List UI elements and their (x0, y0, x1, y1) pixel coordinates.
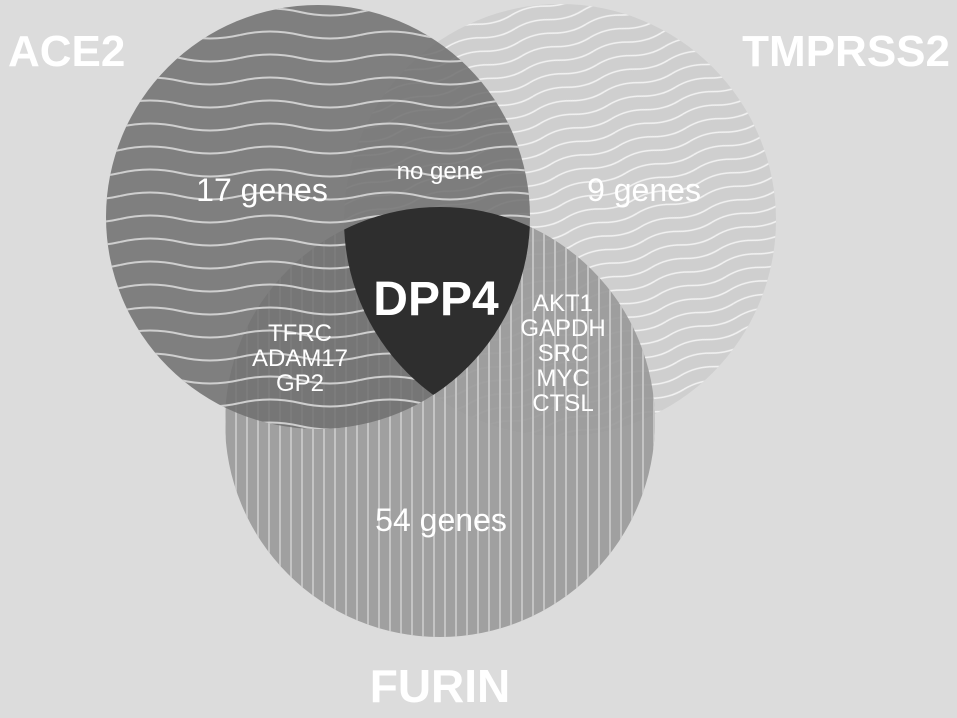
set-label-tmprss2: TMPRSS2 (742, 27, 950, 76)
region-ace2-furin: TFRC ADAM17 GP2 (252, 320, 348, 397)
gene-label: AKT1 (533, 290, 593, 317)
gene-label: SRC (538, 340, 589, 367)
region-all-three: DPP4 (373, 273, 499, 326)
region-ace2-only: 17 genes (196, 172, 328, 208)
region-tmprss2-only: 9 genes (587, 172, 701, 208)
gene-label: TFRC (268, 320, 332, 347)
gene-label: MYC (536, 365, 589, 392)
gene-label: GAPDH (520, 315, 605, 342)
gene-label: CTSL (532, 390, 593, 417)
set-label-furin: FURIN (370, 660, 511, 712)
region-furin-only: 54 genes (375, 502, 507, 538)
region-ace2-tmprss2: no gene (397, 158, 484, 185)
gene-label: ADAM17 (252, 345, 348, 372)
region-tmprss2-furin: AKT1 GAPDH SRC MYC CTSL (520, 290, 605, 417)
set-label-ace2: ACE2 (8, 27, 125, 76)
gene-label: GP2 (276, 370, 324, 397)
